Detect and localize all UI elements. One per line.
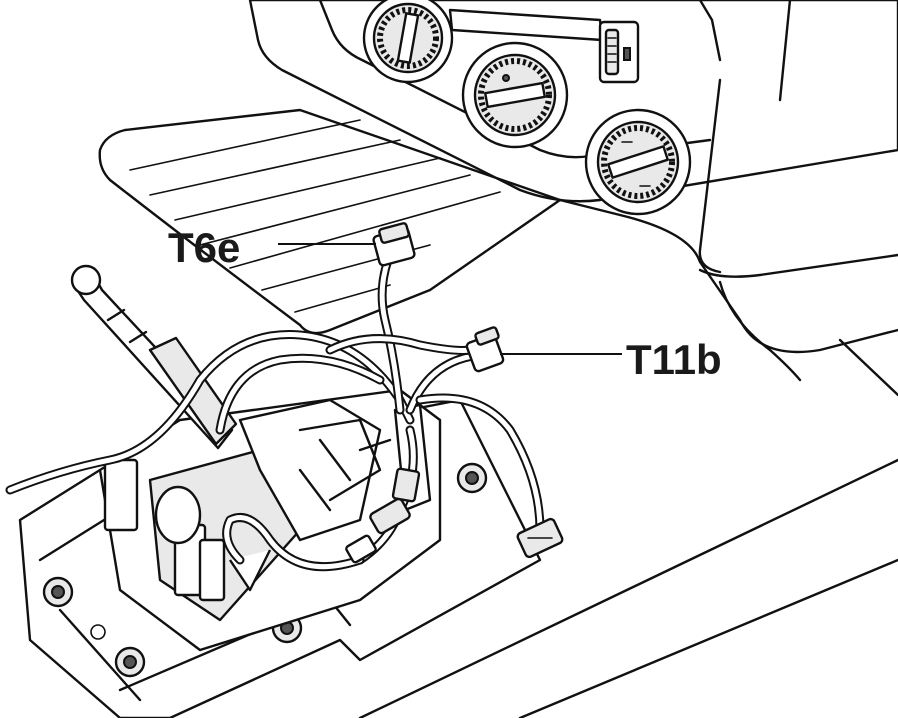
loose-harness-connector — [516, 517, 564, 559]
mounting-bolt — [456, 462, 488, 494]
mounting-bolt — [114, 646, 146, 678]
t6e-connector — [372, 222, 416, 267]
climate-control-panel — [248, 0, 898, 278]
climate-knob-mode — [584, 108, 692, 216]
t11b-label: T11b — [626, 336, 722, 383]
mounting-bolt — [42, 576, 74, 608]
shift-lever — [70, 264, 238, 450]
climate-knob-temperature — [362, 0, 454, 84]
console-floor-ribs — [98, 108, 562, 335]
t11b-connector — [465, 326, 505, 373]
t6e-label: T6e — [168, 224, 240, 271]
center-console-panel — [358, 198, 898, 718]
inline-connector — [345, 467, 421, 564]
climate-knob-fan — [461, 41, 569, 149]
